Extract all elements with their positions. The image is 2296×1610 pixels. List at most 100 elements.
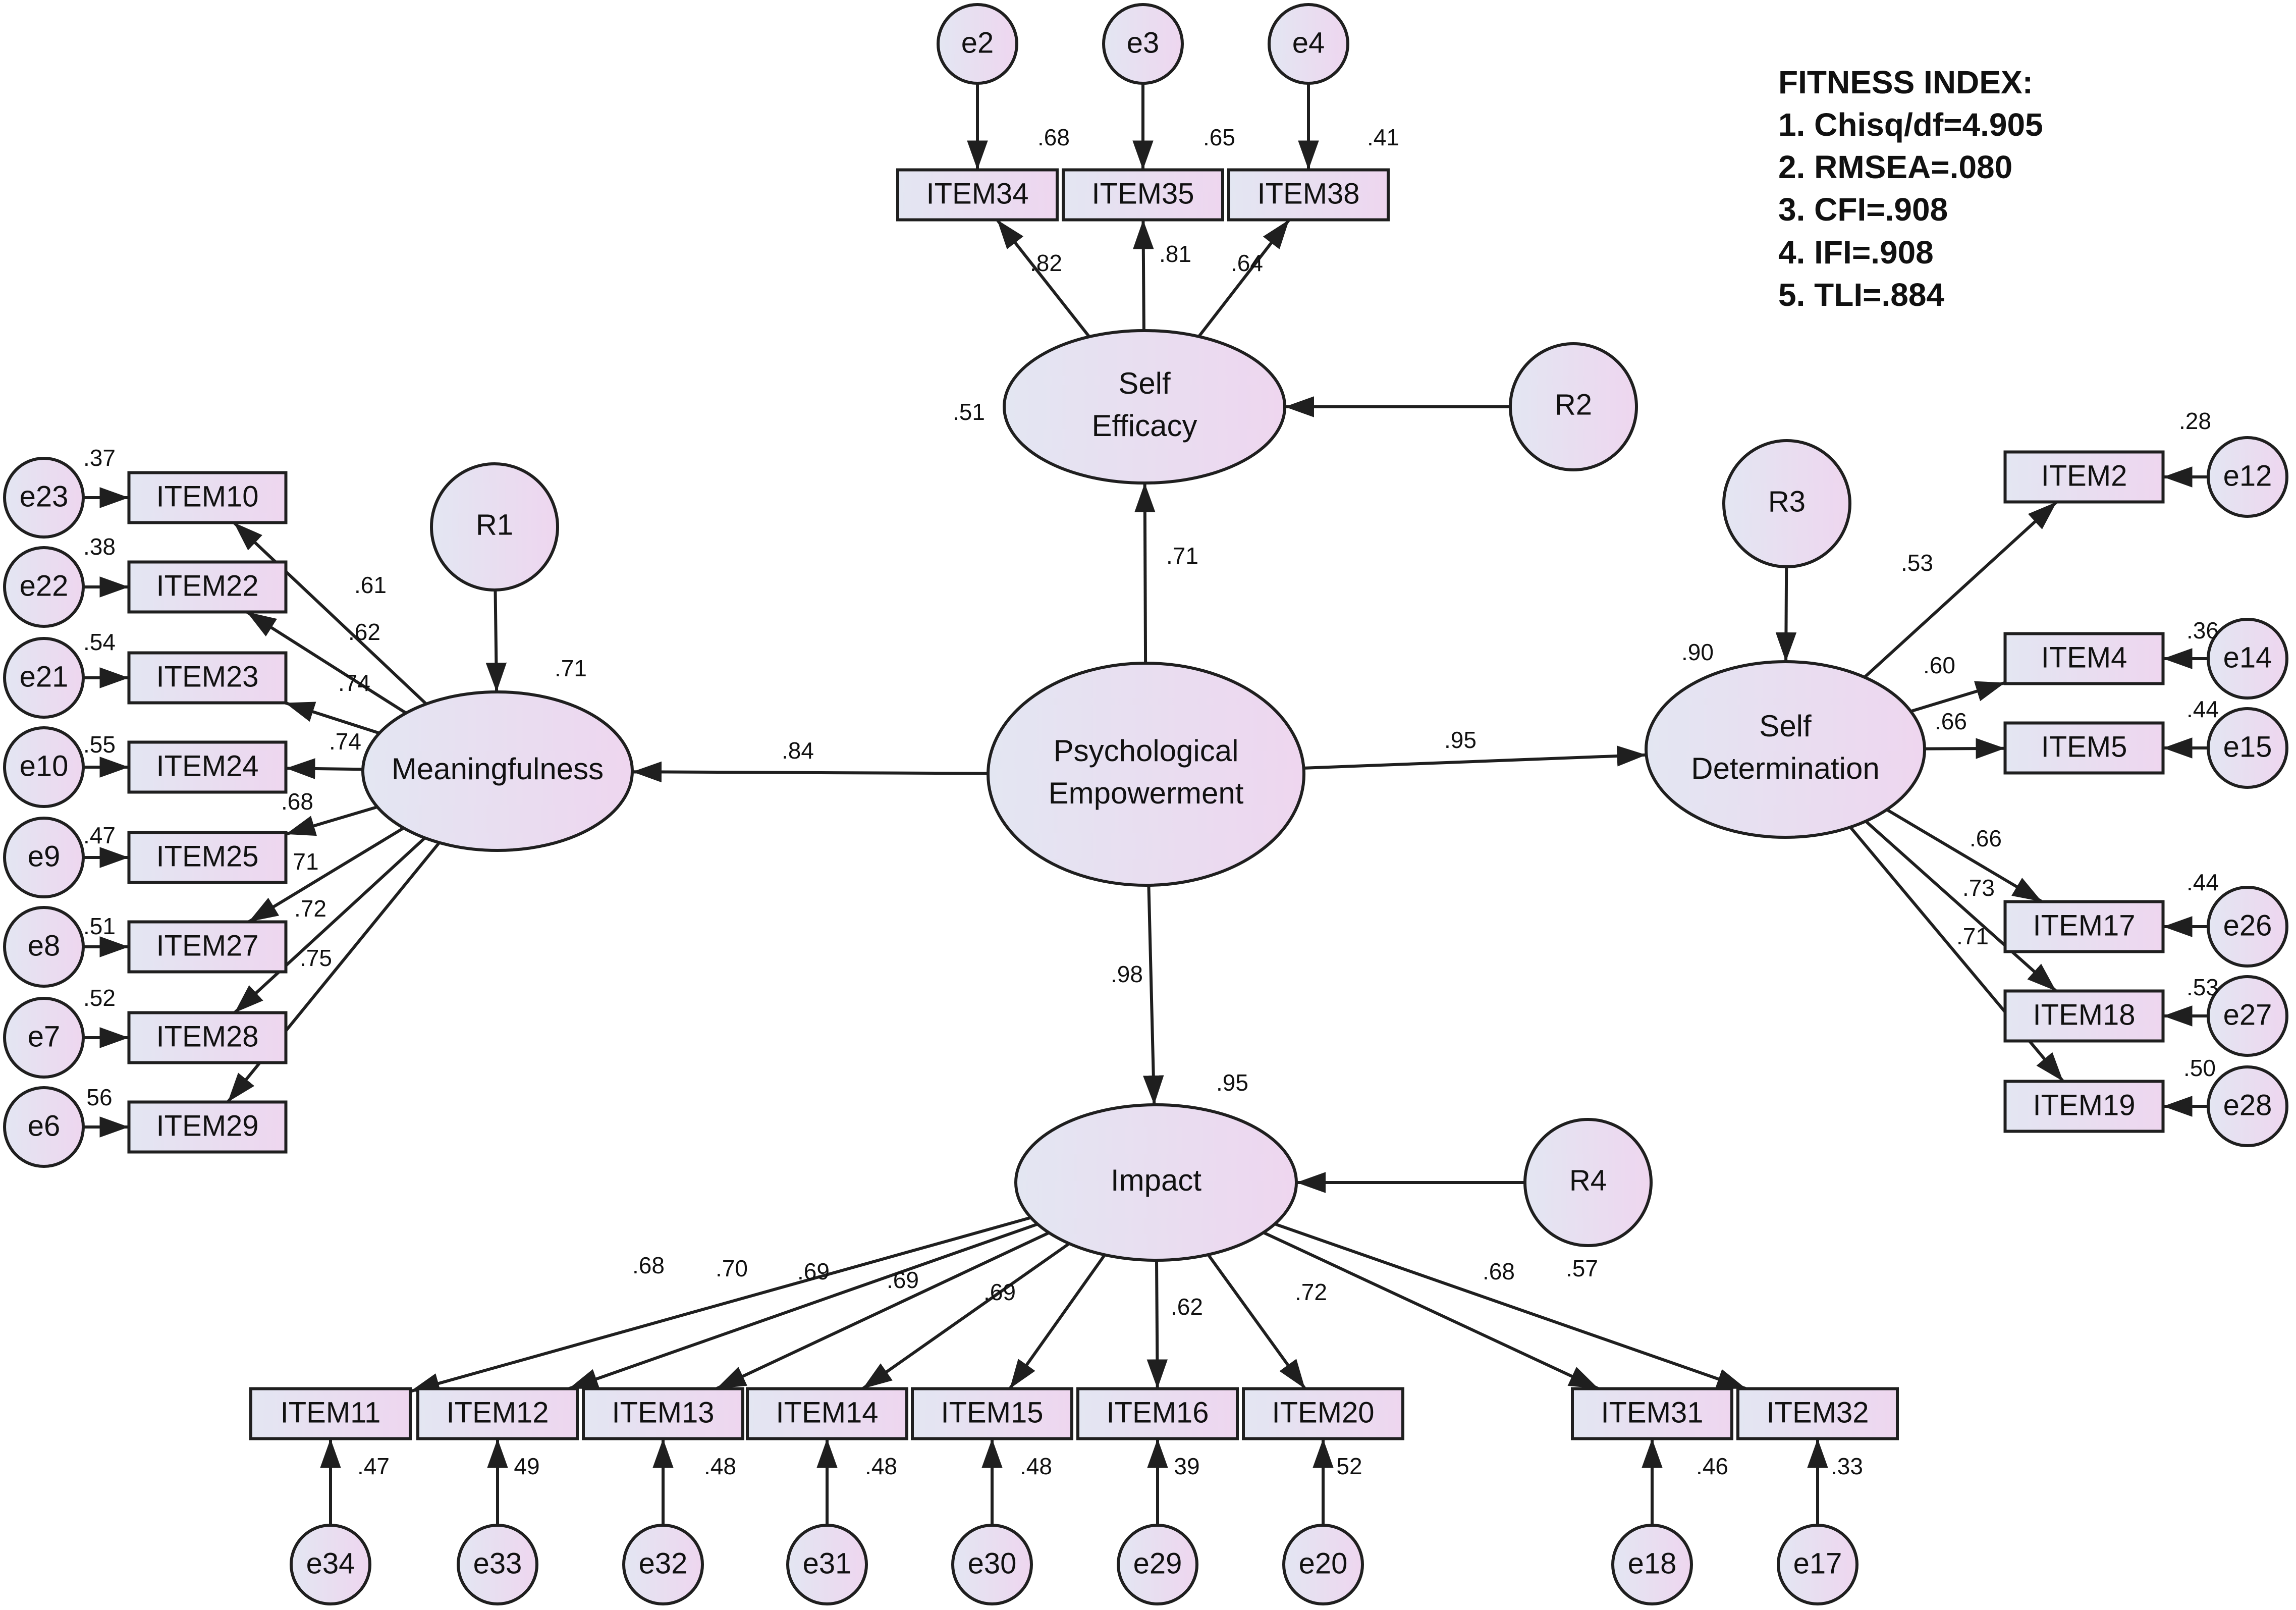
latent-label-self-determination: Determination: [1691, 752, 1880, 785]
coefficient-labels: .84.71.95.98R1.71R2.51R3.90R4.95ITEM34e2…: [20, 26, 2272, 1580]
indicator-label: ITEM25: [156, 840, 258, 873]
latent-label-self-efficacy: Self: [1118, 366, 1171, 400]
indicator-box: [249, 1387, 412, 1440]
loading-arrow: [1910, 681, 2006, 713]
item-r-squared-label: .54: [83, 629, 116, 655]
indicator-label: ITEM32: [1766, 1396, 1869, 1429]
error-term-circle: [2207, 707, 2288, 789]
indicator-label: ITEM22: [156, 569, 258, 602]
error-term-circle: [3, 546, 85, 628]
loading-arrow: [1274, 1222, 1747, 1390]
fitness-index-rmsea: 2. RMSEA=.080: [1778, 149, 2012, 185]
error-term-circle: [3, 457, 85, 539]
error-term-label: e10: [20, 749, 69, 782]
loading-arrow: [1865, 820, 2057, 992]
error-term-label: e26: [2223, 909, 2272, 942]
factor-loading-label: .71: [1956, 923, 1989, 949]
error-term-label: e32: [639, 1547, 688, 1580]
loading-arrow: [568, 1222, 1038, 1390]
indicator-box: [2003, 989, 2165, 1043]
error-term-label: e7: [28, 1020, 61, 1053]
factor-loading-label: .57: [1566, 1255, 1598, 1281]
error-term-label: e28: [2223, 1089, 2272, 1121]
path-arrows: [83, 83, 2208, 1525]
error-term-circle: [3, 906, 85, 988]
latent-self-efficacy: [1003, 329, 1286, 485]
disturbance-circle-self-efficacy: [1509, 342, 1638, 471]
indicator-label: ITEM2: [2041, 459, 2127, 492]
indicator-label: ITEM11: [281, 1396, 381, 1429]
indicator-box: [2003, 721, 2165, 775]
factor-loading-label: .62: [1171, 1294, 1203, 1320]
structural-path-arrow-self-efficacy: [1134, 482, 1156, 664]
factor-loading-label: .72: [1295, 1279, 1327, 1305]
disturbance-circle-impact: [1523, 1118, 1653, 1247]
factor-loading-label: .81: [1159, 241, 1191, 267]
factor-loading-label: .82: [1030, 250, 1062, 276]
indicator-label: ITEM16: [1106, 1396, 1209, 1429]
error-term-label: e15: [2223, 730, 2272, 763]
indicator-box: [896, 168, 1059, 222]
indicator-box: [1571, 1387, 1733, 1440]
error-term-label: e22: [20, 569, 69, 602]
loading-arrow: [1146, 1260, 1168, 1389]
indicator-label: ITEM17: [2033, 909, 2135, 942]
indicator-label: ITEM13: [612, 1396, 714, 1429]
loading-arrow: [1197, 219, 1291, 338]
structural-coefficient-impact: .98: [1111, 961, 1143, 987]
error-term-label: e31: [803, 1547, 852, 1580]
item-r-squared-label: .44: [2186, 869, 2219, 895]
loading-arrow: [861, 1242, 1070, 1390]
item-r-squared-label: .68: [1037, 124, 1070, 150]
error-term-circle: [2207, 618, 2288, 700]
latent-r-squared-impact: .95: [1216, 1069, 1248, 1096]
indicator-box: [2003, 1080, 2165, 1133]
disturbance-label: R3: [1768, 485, 1806, 518]
item-r-squared-label: .46: [1696, 1453, 1728, 1479]
indicator-box: [127, 1100, 288, 1154]
fitness-index-ifi: 4. IFI=.908: [1778, 234, 1934, 271]
error-term-circle: [3, 637, 85, 719]
factor-loading-label: .69: [797, 1258, 830, 1284]
indicator-box: [746, 1387, 908, 1440]
indicator-label: ITEM34: [926, 177, 1028, 210]
item-r-squared-label: .55: [83, 731, 116, 758]
latent-label-self-efficacy: Efficacy: [1092, 409, 1197, 443]
loading-arrow: [285, 806, 378, 836]
error-term-label: e33: [473, 1547, 522, 1580]
error-term-circle: [3, 817, 85, 898]
factor-loading-label: .73: [1962, 875, 1995, 901]
latent-r-squared-self-determination: .90: [1681, 639, 1714, 665]
factor-loading-label: .68: [632, 1252, 665, 1278]
structural-path-arrow-meaningfulness: [632, 761, 989, 783]
error-term-label: e27: [2223, 998, 2272, 1031]
error-term-label: e6: [28, 1109, 61, 1142]
latent-psychological-empowerment: [987, 662, 1305, 887]
loading-arrow: [1263, 1231, 1600, 1390]
indicator-label: ITEM35: [1091, 177, 1194, 210]
indicator-label: ITEM24: [156, 749, 258, 782]
error-term-label: e21: [20, 660, 69, 693]
latent-impact: [1014, 1103, 1298, 1262]
structural-path-arrow-self-determination: [1303, 745, 1647, 770]
error-term-circle: [3, 997, 85, 1079]
loading-arrow: [1207, 1254, 1306, 1390]
item-r-squared-label: .28: [2179, 408, 2211, 434]
error-term-circle: [1282, 1524, 1364, 1605]
indicator-box: [127, 471, 288, 524]
item-r-squared-label: .50: [2183, 1055, 2216, 1081]
fitness-index-title: FITNESS INDEX:: [1778, 64, 2033, 100]
loading-arrow: [284, 701, 380, 735]
indicator-box: [1736, 1387, 1899, 1440]
fitness-index-chisq-df: 1. Chisq/df=4.905: [1778, 106, 2043, 143]
indicator-box: [1076, 1387, 1239, 1440]
error-term-circle: [1117, 1524, 1198, 1605]
item-r-squared-label: .48: [704, 1453, 736, 1479]
latent-r-squared-self-efficacy: .51: [953, 399, 985, 425]
fitness-index-tli: 5. TLI=.884: [1778, 277, 1944, 313]
item-r-squared-label: 49: [514, 1453, 539, 1479]
disturbance-label: R1: [476, 508, 513, 541]
error-term-circle: [3, 1086, 85, 1168]
loading-arrow: [248, 827, 405, 924]
item-r-squared-label: 52: [1336, 1453, 1362, 1479]
